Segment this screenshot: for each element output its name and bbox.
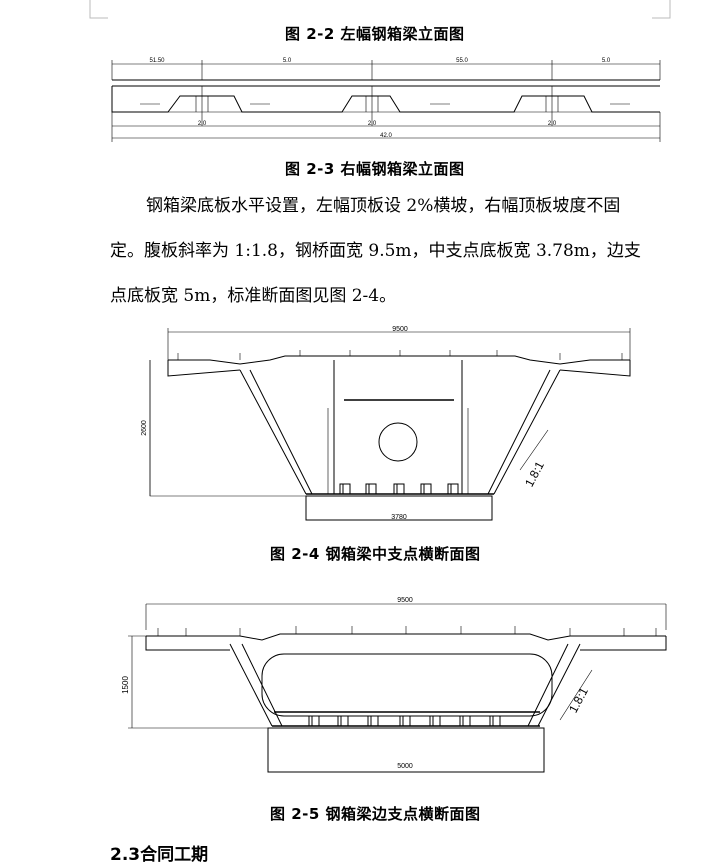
support-label-3: 2.0 <box>548 121 557 127</box>
mid-height-label: 2600 <box>141 420 148 436</box>
span-label-2: 5.0 <box>283 58 292 64</box>
paragraph-line-1: 钢箱梁底板水平设置，左幅顶板设 2%横坡，右幅顶板坡度不固 <box>146 196 621 216</box>
span-label-1: 51.50 <box>149 58 165 64</box>
figure-caption-2-2: 图 2-2 左幅钢箱梁立面图 <box>285 25 465 43</box>
span-label-4: 5.0 <box>602 58 611 64</box>
end-deck-width-label: 9500 <box>397 597 413 604</box>
paragraph-line-3: 点底板宽 5m，标准断面图见图 2-4。 <box>110 286 397 306</box>
end-bottom-width-label: 5000 <box>397 763 413 770</box>
support-label-1: 2.0 <box>198 121 207 127</box>
page-crop-marks <box>89 0 671 19</box>
section-heading-2-3: 2.3合同工期 <box>110 845 209 865</box>
figure-caption-2-4: 图 2-4 钢箱梁中支点横断面图 <box>270 545 481 563</box>
mid-support-section-drawing: 9500 3780 2600 1.8:1 <box>141 326 631 521</box>
paragraph-line-2: 定。腹板斜率为 1:1.8，钢桥面宽 9.5m，中支点底板宽 3.78m，边支 <box>110 241 641 261</box>
end-support-section-drawing: 9500 5000 1500 1.8:1 <box>121 597 667 773</box>
body-paragraph: 钢箱梁底板水平设置，左幅顶板设 2%横坡，右幅顶板坡度不固 定。腹板斜率为 1:… <box>110 184 670 319</box>
figure-caption-2-5: 图 2-5 钢箱梁边支点横断面图 <box>270 805 481 823</box>
mid-deck-width-label: 9500 <box>392 326 408 333</box>
span-label-3: 55.0 <box>456 58 468 64</box>
elevation-drawing: 51.50 5.0 55.0 5.0 2.0 2.0 2.0 42.0 <box>111 58 661 142</box>
mid-slope-label: 1.8:1 <box>522 459 547 489</box>
figure-caption-2-3: 图 2-3 右幅钢箱梁立面图 <box>285 160 465 178</box>
end-slope-label: 1.8:1 <box>566 685 591 715</box>
total-length-label: 42.0 <box>380 133 392 139</box>
support-label-2: 2.0 <box>368 121 377 127</box>
mid-bottom-width-label: 3780 <box>391 514 407 521</box>
end-height-label: 1500 <box>121 676 130 694</box>
